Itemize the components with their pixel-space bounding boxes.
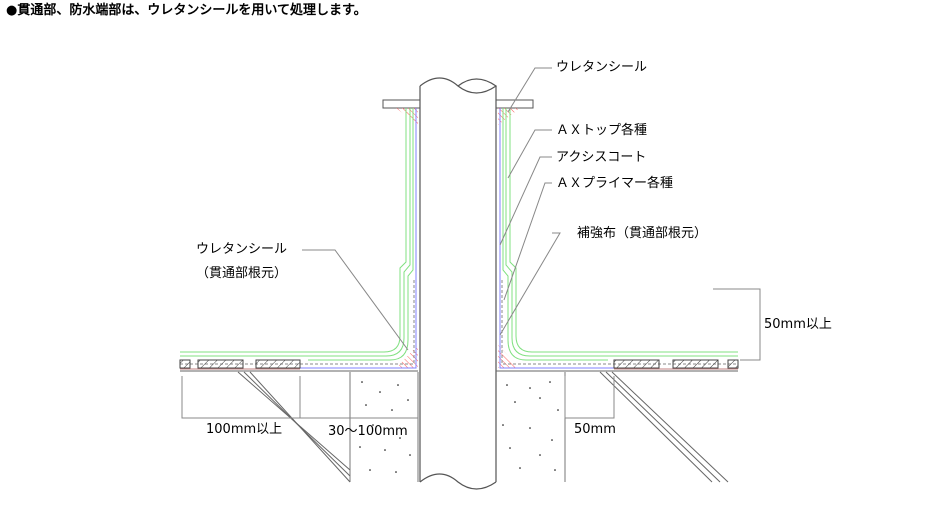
dim-upturn-height: 50mm以上 bbox=[764, 317, 832, 332]
label-axis-coat: アクシスコート bbox=[556, 150, 647, 165]
pipe bbox=[419, 77, 498, 490]
label-urethane-seal-top: ウレタンシール bbox=[556, 60, 648, 75]
label-reinforcement: 補強布（貫通部根元） bbox=[577, 226, 708, 241]
label-urethane-seal-base: ウレタンシール bbox=[196, 242, 288, 257]
label-ax-top: ＡＸトップ各種 bbox=[556, 123, 648, 138]
dim-right-width: 50mm bbox=[574, 422, 616, 437]
label-ax-primer: ＡＸプライマー各種 bbox=[556, 176, 674, 191]
dimension-lines bbox=[181, 288, 761, 419]
urethane-seal-top bbox=[396, 108, 418, 125]
concrete-left bbox=[349, 372, 419, 482]
dim-left-width: 100mm以上 bbox=[206, 422, 283, 437]
flange-plate bbox=[382, 99, 421, 109]
leader-lines bbox=[302, 67, 561, 351]
concrete-dots bbox=[359, 381, 559, 473]
page-title: ●貫通部、防水端部は、ウレタンシールを用いて処理します。 bbox=[6, 3, 367, 18]
brace-right bbox=[599, 371, 729, 483]
insulation-boards bbox=[179, 359, 739, 369]
brace-left bbox=[237, 371, 351, 483]
label-urethane-seal-base-sub: （貫通部根元） bbox=[196, 266, 288, 281]
dim-gap: 30～100mm bbox=[328, 424, 408, 439]
urethane-seal-base bbox=[396, 345, 418, 368]
